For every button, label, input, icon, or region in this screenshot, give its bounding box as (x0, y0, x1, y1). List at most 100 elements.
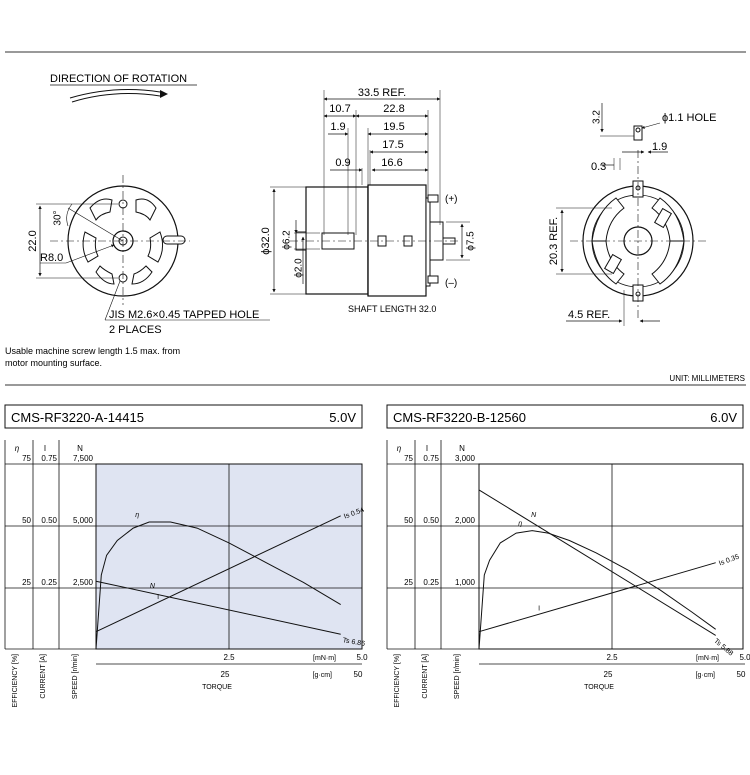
x-unit-mnm: [mN·m] (313, 655, 336, 662)
spd-tick: 1,000 (455, 578, 476, 587)
dim-22-0: 22.0 (27, 230, 39, 251)
eff-tick: 75 (404, 454, 413, 463)
cur-tick: 0.50 (41, 516, 57, 525)
label-n: N (150, 583, 156, 590)
x-tick-gcm: 25 (221, 670, 230, 679)
screw-note-line2: motor mounting surface. (5, 358, 102, 368)
eff-header: η (397, 444, 402, 453)
label-i: I (538, 605, 540, 612)
rear-view: 3.2 ϕ1.1 HOLE 1.9 0.3 20.3 REF. 4.5 REF. (548, 103, 716, 326)
dim-33-5: 33.5 REF. (358, 87, 406, 99)
y-axis-label: CURRENT [A] (422, 654, 429, 699)
cur-tick: 0.25 (41, 578, 57, 587)
series-line-i (95, 515, 341, 633)
dim-10-7: 10.7 (329, 103, 350, 115)
dim-dia-32: ϕ32.0 (260, 227, 272, 255)
spd-header: N (77, 444, 83, 453)
unit-note: UNIT: MILLIMETERS (669, 374, 745, 383)
terminal-plus: (+) (445, 194, 458, 205)
dim-dia-2-0: ϕ2.0 (294, 258, 305, 278)
chart-header-box (4, 404, 363, 429)
hole-note-line1: JIS M2.6×0.45 TAPPED HOLE (109, 309, 259, 321)
chart-voltage: 6.0V (710, 410, 737, 425)
label-eta: η (135, 512, 139, 519)
series-line-eta (478, 530, 716, 650)
eff-tick: 50 (22, 516, 31, 525)
dim-angle-30: 30° (53, 210, 64, 225)
x-axis-label: TORQUE (202, 684, 232, 691)
x-tick-mnm: 5.0 (739, 653, 750, 662)
dim-20-3-ref: 20.3 REF. (548, 217, 560, 265)
eff-header: η (15, 444, 20, 453)
spd-header: N (459, 444, 465, 453)
hole-note-line2: 2 PLACES (109, 324, 162, 336)
dim-4-5-ref: 4.5 REF. (568, 309, 610, 321)
x-tick-gcm: 25 (604, 670, 613, 679)
series-line-i (478, 562, 716, 633)
eff-tick: 25 (22, 578, 31, 587)
dim-19-5: 19.5 (383, 121, 404, 133)
plot-area (478, 463, 744, 650)
x-tick-mnm: 2.5 (606, 653, 618, 662)
direction-label: DIRECTION OF ROTATION (50, 73, 187, 85)
cur-header: I (44, 444, 46, 453)
dim-17-5: 17.5 (382, 139, 403, 151)
front-view: DIRECTION OF ROTATION 22.0 30° R8.0 (27, 73, 270, 336)
chart-voltage: 5.0V (329, 410, 356, 425)
series-line-eta (95, 521, 341, 650)
eff-tick: 50 (404, 516, 413, 525)
dim-0-9: 0.9 (335, 157, 350, 169)
dim-dia-6-2: ϕ6.2 (282, 230, 293, 250)
cur-tick: 0.50 (423, 516, 439, 525)
y-axis-label: EFFICIENCY [%] (12, 654, 19, 708)
eff-tick: 25 (404, 578, 413, 587)
eff-tick: 75 (22, 454, 31, 463)
spd-tick: 2,000 (455, 516, 476, 525)
label-ts: Ts 6.86 (342, 637, 366, 648)
cur-tick: 0.75 (423, 454, 439, 463)
x-tick-mnm: 2.5 (223, 653, 235, 662)
dim-1-9-right: 1.9 (652, 141, 667, 153)
label-n: N (531, 512, 537, 519)
x-tick-gcm: 50 (354, 670, 363, 679)
y-axis-label: SPEED [r/min] (72, 654, 79, 699)
x-axis-label: TORQUE (584, 684, 614, 691)
cur-tick: 0.75 (41, 454, 57, 463)
dim-3-2: 3.2 (592, 110, 603, 124)
cur-tick: 0.25 (423, 578, 439, 587)
screw-note-line1: Usable machine screw length 1.5 max. fro… (5, 346, 180, 356)
chart-header-box (386, 404, 744, 429)
label-i: I (157, 594, 159, 601)
spd-tick: 3,000 (455, 454, 476, 463)
chart-title: CMS-RF3220-B-12560 (393, 410, 526, 425)
dim-r8: R8.0 (40, 252, 63, 264)
y-axis-label: EFFICIENCY [%] (394, 654, 401, 708)
dim-16-6: 16.6 (381, 157, 402, 169)
spd-tick: 2,500 (73, 578, 94, 587)
dim-dia-7-5: ϕ7.5 (466, 231, 477, 251)
x-unit-gcm: [g·cm] (696, 672, 716, 679)
dim-0-3: 0.3 (591, 161, 606, 173)
cur-header: I (426, 444, 428, 453)
shaft-length-note: SHAFT LENGTH 32.0 (348, 304, 436, 314)
rotation-arrow (69, 89, 161, 99)
x-tick-mnm: 5.0 (356, 653, 368, 662)
y-axis-label: SPEED [r/min] (454, 654, 461, 699)
hole-dia-label: ϕ1.1 HOLE (662, 112, 716, 124)
dim-22-8: 22.8 (383, 103, 404, 115)
chart-title: CMS-RF3220-A-14415 (11, 410, 144, 425)
y-axis-label: CURRENT [A] (40, 654, 47, 699)
side-view: 33.5 REF. 10.7 22.8 1.9 19.5 17.5 0.9 16… (260, 87, 477, 314)
spd-tick: 5,000 (73, 516, 94, 525)
x-unit-mnm: [mN·m] (696, 655, 719, 662)
label-eta: η (518, 521, 522, 528)
x-tick-gcm: 50 (737, 670, 746, 679)
series-line-n (95, 580, 341, 635)
dim-1-9: 1.9 (330, 121, 345, 133)
terminal-minus: (–) (445, 278, 457, 289)
spd-tick: 7,500 (73, 454, 94, 463)
series-line-n (478, 489, 716, 636)
